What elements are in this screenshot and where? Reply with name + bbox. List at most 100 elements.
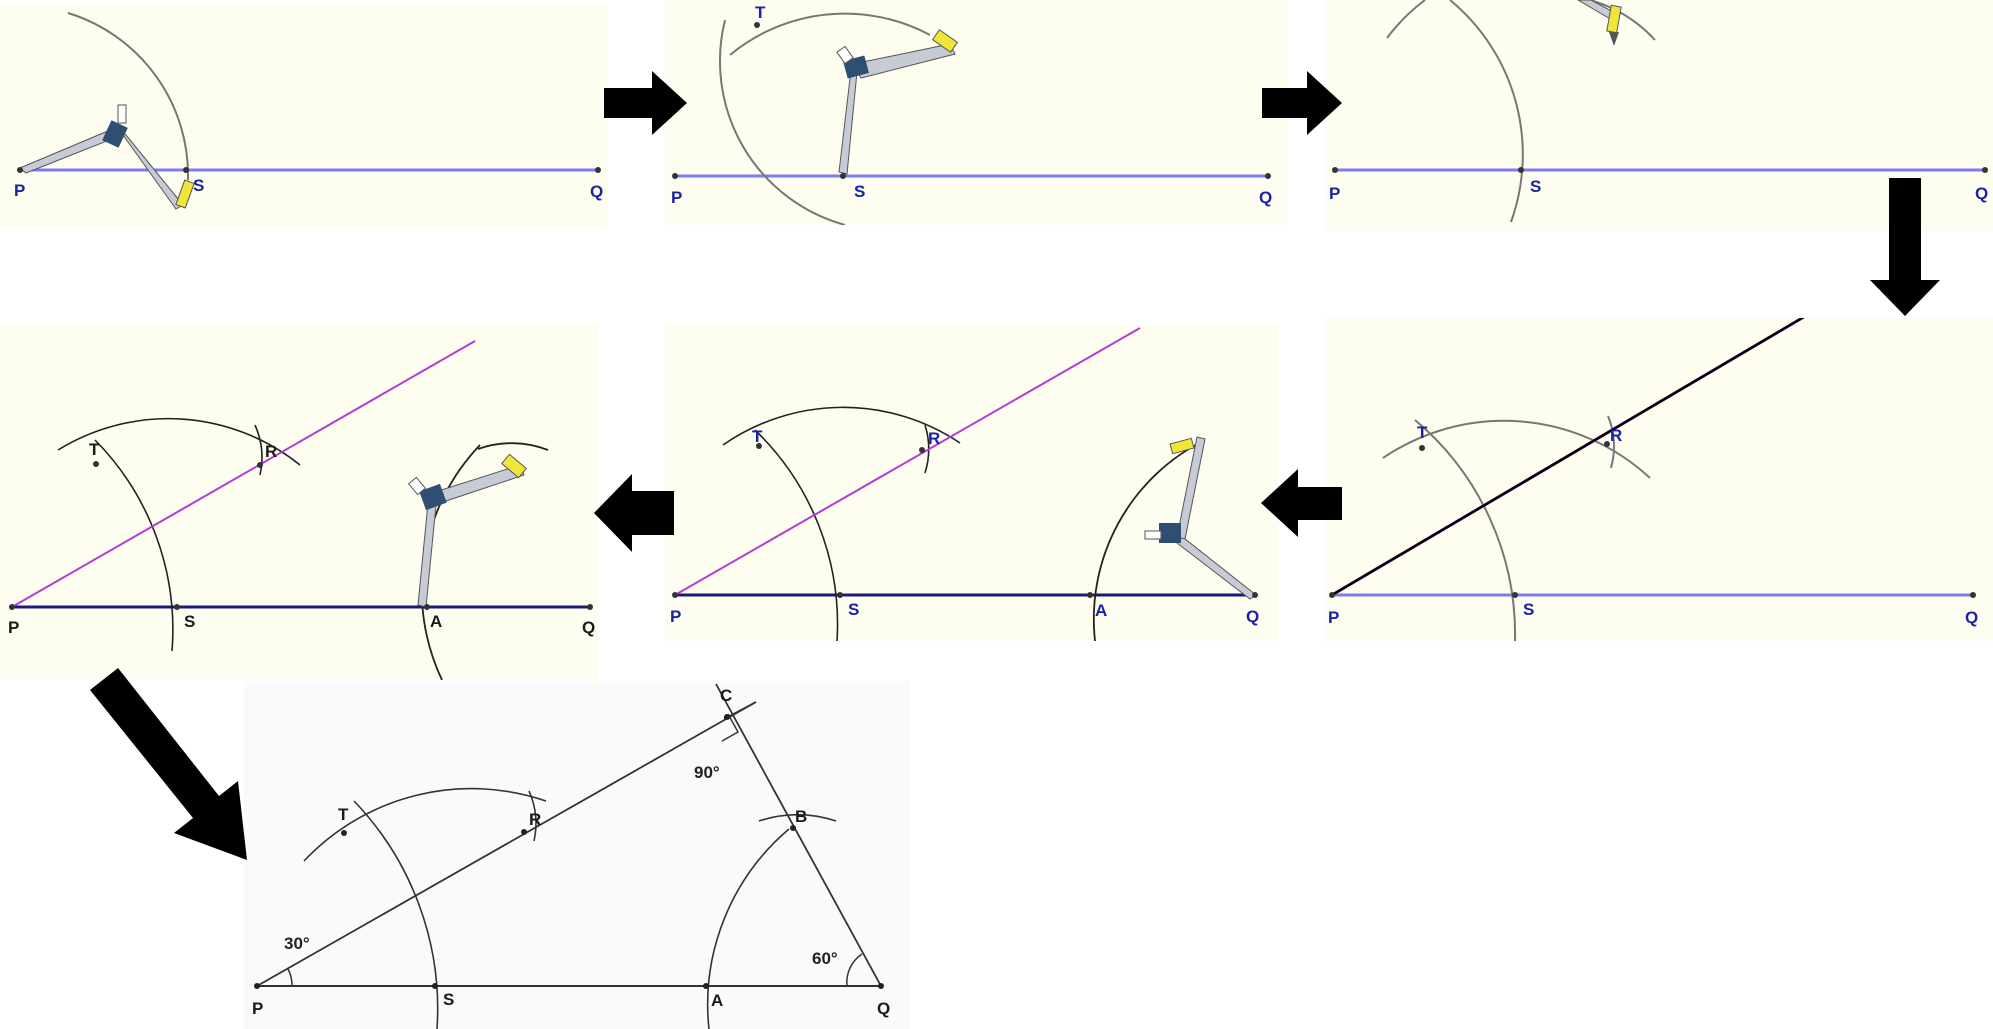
point-a [703, 983, 709, 989]
point-t [1419, 445, 1425, 451]
panel-background [1325, 0, 1993, 231]
label-t: T [338, 805, 349, 824]
point-p [672, 592, 678, 598]
arc-from-t [1589, 0, 1656, 41]
point-p [1329, 592, 1335, 598]
line-qc [715, 683, 882, 987]
point-a [424, 604, 430, 610]
label-a: A [1095, 601, 1107, 620]
panel-background [665, 325, 1278, 641]
point-s [837, 592, 843, 598]
point-r [257, 462, 263, 468]
point-q [1970, 592, 1976, 598]
arc-from-a [477, 442, 549, 451]
label-r: R [265, 442, 277, 461]
arc-from-t [528, 790, 537, 842]
label-t: T [755, 3, 766, 22]
step-6-diagram: T R P S A Q [0, 325, 598, 680]
angle-arc-q [846, 953, 863, 987]
angle-label-c: 90° [694, 763, 720, 782]
arc-from-s [57, 417, 301, 466]
point-q [878, 983, 884, 989]
label-t: T [89, 440, 100, 459]
label-t: T [752, 427, 763, 446]
compass-icon [407, 453, 527, 608]
point-a [1087, 592, 1093, 598]
arc-from-s [303, 787, 547, 862]
arc-from-s [1386, 0, 1426, 39]
label-q: Q [1246, 607, 1259, 626]
ray-pr [674, 327, 1141, 596]
point-q [595, 167, 601, 173]
point-q [587, 604, 593, 610]
final-panel: C T R B P S A Q 30° 90° 60° [244, 681, 909, 1029]
step-2-panel: T P S Q [665, 0, 1288, 225]
label-q: Q [877, 999, 890, 1018]
label-r: R [928, 429, 940, 448]
line-pc [256, 701, 757, 987]
label-p: P [8, 618, 19, 637]
point-p [254, 983, 260, 989]
step-3-diagram: P S Q [1325, 0, 1993, 231]
step-2-diagram: T P S Q [665, 0, 1288, 225]
label-s: S [184, 612, 195, 631]
label-p: P [1329, 184, 1340, 203]
label-t: T [1417, 423, 1428, 442]
angle-arc-p [287, 968, 293, 987]
arc-from-p [1414, 419, 1517, 641]
step-4-diagram: T R P S Q [1325, 318, 1993, 641]
step-1-panel: P S Q [0, 5, 607, 228]
point-r [919, 447, 925, 453]
label-p: P [671, 188, 682, 207]
arc-from-p [1449, 0, 1524, 223]
label-s: S [1530, 177, 1541, 196]
point-c [724, 714, 730, 720]
label-s: S [443, 990, 454, 1009]
ray-pr [11, 340, 476, 608]
panel-background [0, 5, 607, 228]
point-t [93, 461, 99, 467]
label-p: P [14, 181, 25, 200]
arc-from-t [254, 424, 263, 476]
arc-from-p [67, 12, 190, 181]
label-p: P [252, 999, 263, 1018]
step-3-panel: P S Q [1325, 0, 1993, 231]
compass-icon [1144, 436, 1257, 600]
arrow-left-icon [594, 474, 674, 552]
panel-background [244, 681, 909, 1029]
point-q [1265, 173, 1271, 179]
point-s [1518, 167, 1524, 173]
point-r [521, 829, 527, 835]
arrow-down-right-icon [90, 668, 247, 860]
arc-from-a [758, 813, 837, 822]
arc-from-p [754, 429, 839, 641]
label-p: P [670, 607, 681, 626]
label-a: A [430, 612, 442, 631]
label-q: Q [1965, 608, 1978, 627]
point-p [1332, 167, 1338, 173]
point-s [174, 604, 180, 610]
angle-label-q: 60° [812, 949, 838, 968]
arc-from-p [718, 19, 846, 225]
label-r: R [1610, 426, 1622, 445]
panel-background [0, 325, 598, 680]
arc-from-q [706, 828, 790, 1029]
point-s [183, 167, 189, 173]
label-s: S [848, 600, 859, 619]
angle-label-p: 30° [284, 934, 310, 953]
ruler-line [1331, 318, 1805, 597]
final-diagram: C T R B P S A Q 30° 90° 60° [244, 681, 909, 1029]
point-s [1512, 592, 1518, 598]
label-s: S [1523, 600, 1534, 619]
arc-from-t [1607, 415, 1615, 469]
arc-from-q [1092, 439, 1206, 641]
arc-from-s [729, 12, 931, 56]
point-t [341, 830, 347, 836]
label-p: P [1328, 608, 1339, 627]
label-q: Q [1975, 184, 1988, 203]
point-s [840, 173, 846, 179]
right-angle-mark [721, 713, 740, 742]
panel-background [665, 0, 1288, 225]
point-t [754, 22, 760, 28]
point-q [1252, 592, 1258, 598]
